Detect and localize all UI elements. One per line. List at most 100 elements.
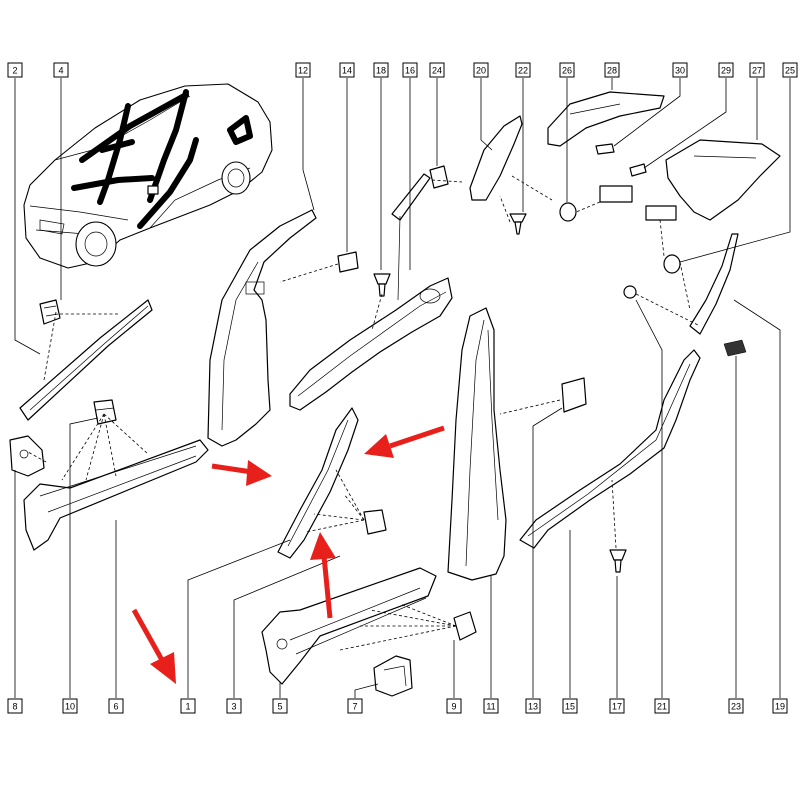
red-arrow-up <box>310 532 336 619</box>
callout-box <box>483 698 499 714</box>
callout-1: 1 <box>180 698 196 714</box>
callout-29: 29 <box>718 62 734 78</box>
dashed-connectors <box>27 175 701 651</box>
callout-box <box>672 62 688 78</box>
callout-15: 15 <box>562 698 578 714</box>
callout-box <box>53 62 69 78</box>
callout-17: 17 <box>609 698 625 714</box>
callout-21: 21 <box>654 698 670 714</box>
callout-number: 15 <box>565 702 575 712</box>
callout-box <box>446 698 462 714</box>
callout-2: 2 <box>7 62 23 78</box>
callout-20: 20 <box>473 62 489 78</box>
callout-box <box>515 62 531 78</box>
callout-23: 23 <box>728 698 744 714</box>
callout-box <box>7 698 23 714</box>
callout-box <box>108 698 124 714</box>
callout-14: 14 <box>339 62 355 78</box>
callout-13: 13 <box>525 698 541 714</box>
callout-box <box>718 62 734 78</box>
callout-28: 28 <box>604 62 620 78</box>
callout-25: 25 <box>782 62 798 78</box>
callout-number: 2 <box>12 66 17 76</box>
callout-number: 13 <box>528 702 538 712</box>
callout-box <box>7 62 23 78</box>
callout-box <box>609 698 625 714</box>
callout-number: 22 <box>518 66 528 76</box>
callout-27: 27 <box>749 62 765 78</box>
callout-8: 8 <box>7 698 23 714</box>
callout-number: 8 <box>12 702 17 712</box>
callout-number: 18 <box>376 66 386 76</box>
red-arrow-left <box>364 425 445 458</box>
callout-number: 10 <box>65 702 75 712</box>
callout-7: 7 <box>347 698 363 714</box>
callout-number: 29 <box>721 66 731 76</box>
callout-18: 18 <box>373 62 389 78</box>
callout-number: 3 <box>231 702 236 712</box>
red-arrow-down <box>131 608 176 684</box>
callout-box <box>654 698 670 714</box>
car-illustration <box>23 83 273 269</box>
callout-box <box>772 698 788 714</box>
callout-number: 24 <box>432 66 442 76</box>
callout-box <box>559 62 575 78</box>
callout-number: 30 <box>675 66 685 76</box>
callout-4: 4 <box>53 62 69 78</box>
callout-24: 24 <box>429 62 445 78</box>
leader-lines <box>14 78 791 698</box>
callout-30: 30 <box>672 62 688 78</box>
callout-number: 9 <box>451 702 456 712</box>
callout-number: 12 <box>298 66 308 76</box>
callout-11: 11 <box>483 698 499 714</box>
callout-6: 6 <box>108 698 124 714</box>
callout-box <box>473 62 489 78</box>
callout-26: 26 <box>559 62 575 78</box>
callout-box <box>272 698 288 714</box>
callout-number: 21 <box>657 702 667 712</box>
callout-9: 9 <box>446 698 462 714</box>
callout-box <box>62 698 78 714</box>
callout-3: 3 <box>226 698 242 714</box>
callout-number: 11 <box>486 702 495 712</box>
callout-number: 28 <box>607 66 617 76</box>
callout-5: 5 <box>272 698 288 714</box>
callout-number: 17 <box>612 702 622 712</box>
callout-number: 14 <box>342 66 352 76</box>
callout-number: 27 <box>752 66 762 76</box>
callout-number: 26 <box>562 66 572 76</box>
callout-number: 7 <box>352 702 357 712</box>
callout-number: 16 <box>405 66 415 76</box>
callout-box <box>295 62 311 78</box>
callout-number: 6 <box>113 702 118 712</box>
callout-22: 22 <box>515 62 531 78</box>
callout-box <box>339 62 355 78</box>
callout-box <box>180 698 196 714</box>
callout-box <box>562 698 578 714</box>
callout-number: 19 <box>775 702 785 712</box>
callout-number: 4 <box>58 66 63 76</box>
callout-16: 16 <box>402 62 418 78</box>
callout-box <box>782 62 798 78</box>
callout-box <box>749 62 765 78</box>
callout-box <box>604 62 620 78</box>
highlight-arrows <box>131 425 445 684</box>
callout-box <box>226 698 242 714</box>
callout-box <box>525 698 541 714</box>
callout-number: 1 <box>185 702 190 712</box>
callout-number: 20 <box>476 66 486 76</box>
callout-box <box>429 62 445 78</box>
callout-10: 10 <box>62 698 78 714</box>
callout-number: 5 <box>277 702 282 712</box>
parts <box>9 91 781 697</box>
callout-19: 19 <box>772 698 788 714</box>
callout-number: 23 <box>731 702 741 712</box>
callout-number: 25 <box>785 66 795 76</box>
callout-box <box>347 698 363 714</box>
callout-box <box>373 62 389 78</box>
callout-box <box>728 698 744 714</box>
red-arrow-right <box>211 460 272 486</box>
callout-12: 12 <box>295 62 311 78</box>
